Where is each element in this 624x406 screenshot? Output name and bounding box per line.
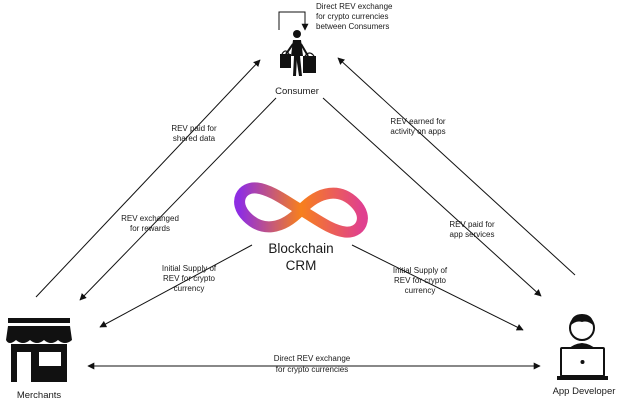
center-title-line2: CRM	[286, 258, 317, 273]
crm-to-merchants-label-1: Initial Supply of	[162, 264, 217, 273]
crm-to-merchants-arrow	[99, 244, 253, 328]
crm-to-merchants-label-2: REV for crypto	[163, 274, 216, 283]
consumer-loop-arrow	[278, 11, 309, 31]
consumer-to-merchants-arrow	[79, 97, 277, 301]
consumer-to-merchants-label-1: REV exchanged	[121, 214, 179, 223]
consumer-loop-label-3: between Consumers	[316, 22, 389, 31]
consumer-loop-label-1: Direct REV exchange	[316, 2, 393, 11]
infinity-logo-icon	[234, 182, 368, 238]
consumer-to-merchants-label-2: for rewards	[130, 224, 170, 233]
merchants-label: Merchants	[17, 390, 62, 401]
crm-to-developer-label-2: REV for crypto	[394, 276, 447, 285]
consumer-to-developer-arrow	[322, 97, 542, 297]
merchants-to-consumer-label-2: shared data	[173, 134, 216, 143]
consumer-to-developer-label-2: app services	[450, 230, 495, 239]
crm-to-developer-label-3: currency	[405, 286, 436, 295]
storefront-icon	[6, 318, 72, 382]
merchants-developer-label-2: for crypto currencies	[276, 365, 348, 374]
merchants-to-consumer-label-1: REV paid for	[171, 124, 217, 133]
shopper-with-bags-icon	[280, 30, 316, 76]
developer-to-consumer-label-2: activity on apps	[390, 127, 445, 136]
developer-to-consumer-arrow	[337, 57, 576, 276]
crm-to-developer-label-1: Initial Supply of	[393, 266, 448, 275]
consumer-loop-label-2: for crypto currencies	[316, 12, 388, 21]
crm-to-developer-arrow	[351, 244, 524, 331]
merchants-to-consumer-arrow	[35, 59, 261, 298]
developer-at-laptop-icon	[557, 314, 608, 380]
consumer-to-developer-label-1: REV paid for	[449, 220, 495, 229]
developer-to-consumer-label-1: REV earned for	[390, 117, 445, 126]
developer-label: App Developer	[553, 386, 616, 397]
crm-to-merchants-label-3: currency	[174, 284, 205, 293]
consumer-label: Consumer	[275, 86, 319, 97]
center-title-line1: Blockchain	[268, 241, 333, 256]
merchants-developer-label-1: Direct REV exchange	[274, 354, 351, 363]
